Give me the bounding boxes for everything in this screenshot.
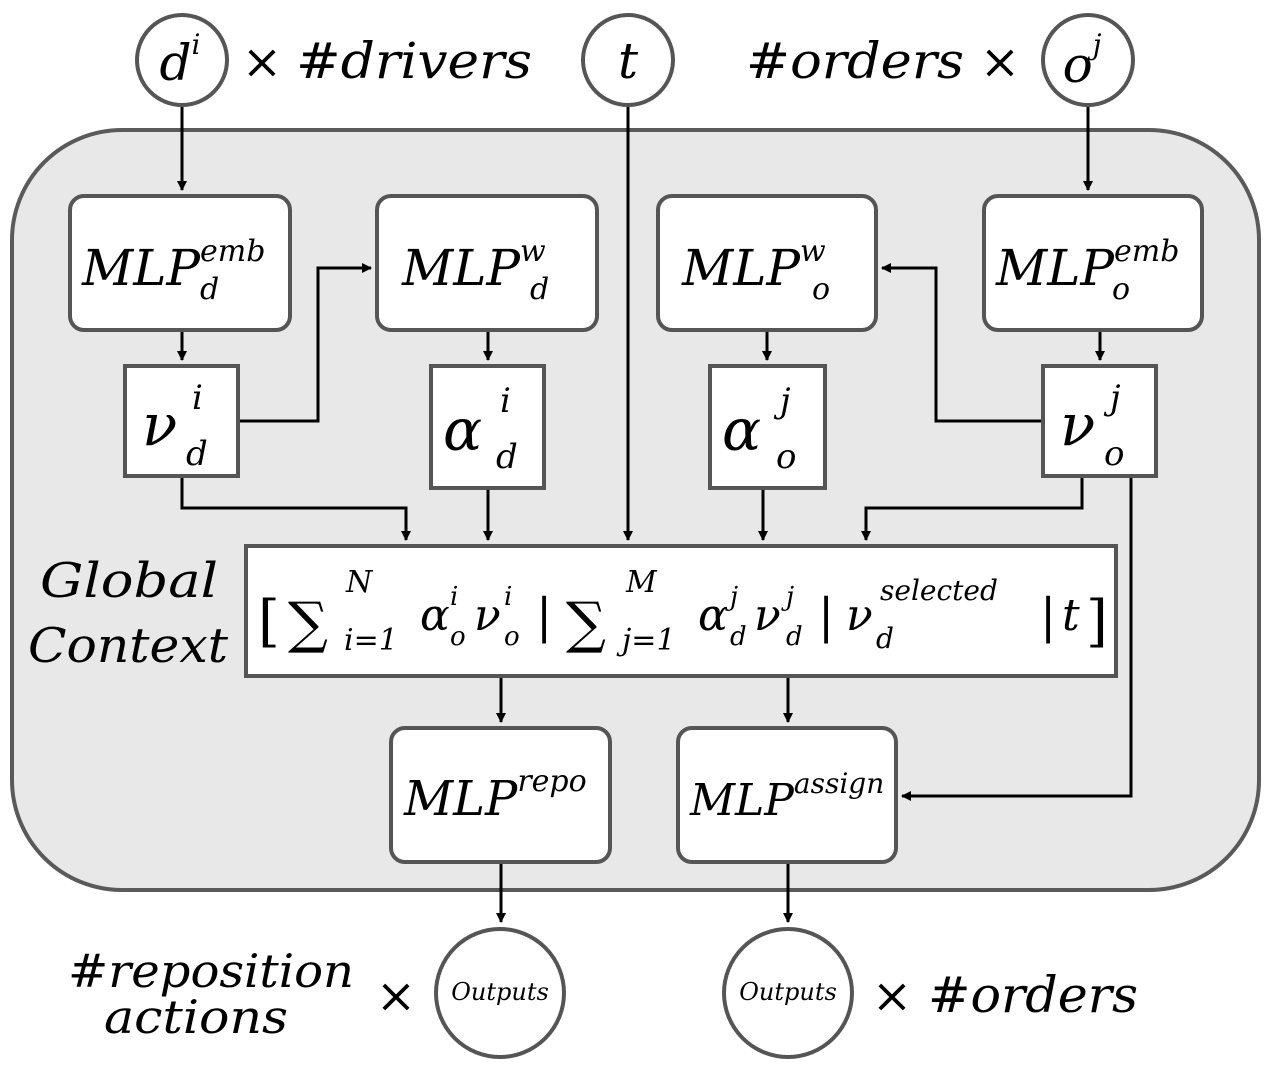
assign-output-count-label: #orders	[928, 966, 1138, 1024]
svg-text:MLPassign: MLPassign	[689, 767, 884, 826]
global-context-label-line1: Global	[40, 553, 218, 609]
global-context-label-line2: Context	[28, 618, 229, 674]
arrow-nu-d-to-context	[180, 478, 411, 541]
svg-text:αid: αid	[443, 381, 518, 477]
repo-output-circle	[434, 927, 566, 1059]
order-input: #orders × oj	[746, 13, 1135, 107]
order-input-circle	[1041, 13, 1135, 107]
repo-output: #reposition actions × Outputs	[68, 927, 566, 1059]
time-input-label: t	[618, 32, 639, 90]
driver-times-symbol: ×	[242, 34, 282, 90]
mlp-assign-box: MLPassign	[676, 726, 898, 864]
repo-output-label-line2: actions	[104, 990, 288, 1044]
time-input-circle	[581, 13, 675, 107]
order-input-label: oj	[1063, 28, 1102, 94]
global-context-formula: [ ∑ N i=1 α i o ν i o | ∑ M j=1 α j d ν …	[258, 565, 1108, 658]
arrow-nu-o-to-mlp-w	[881, 263, 1041, 423]
order-count-label: #orders	[746, 32, 964, 90]
arrow-nu-o-to-context	[861, 478, 1084, 541]
assign-output: Outputs × #orders	[722, 927, 1138, 1059]
repo-output-label-line1: #reposition	[68, 944, 354, 998]
connections	[177, 107, 1133, 923]
repo-output-circle-label: Outputs	[451, 978, 549, 1006]
driver-count-label: #drivers	[296, 32, 532, 90]
model-panel	[10, 128, 1261, 892]
arrow-nu-d-to-mlp-w	[240, 263, 372, 423]
driver-input-circle	[135, 13, 229, 107]
arrow-nu-o-to-mlp-assign	[901, 478, 1133, 801]
assign-output-circle	[722, 927, 854, 1059]
driver-input: di × #drivers	[135, 13, 532, 107]
driver-input-label: di	[160, 28, 201, 92]
global-context-box: [ ∑ N i=1 α i o ν i o | ∑ M j=1 α j d ν …	[244, 544, 1118, 678]
time-input: t	[581, 13, 675, 107]
svg-text:MLPrepo: MLPrepo	[403, 764, 587, 827]
assign-output-circle-label: Outputs	[739, 978, 837, 1006]
assign-times-symbol: ×	[872, 968, 912, 1024]
mlp-repo-box: MLPrepo	[389, 726, 612, 864]
svg-text:νid: νid	[142, 378, 208, 474]
repo-times-symbol: ×	[376, 968, 416, 1024]
order-times-symbol: ×	[980, 34, 1020, 90]
